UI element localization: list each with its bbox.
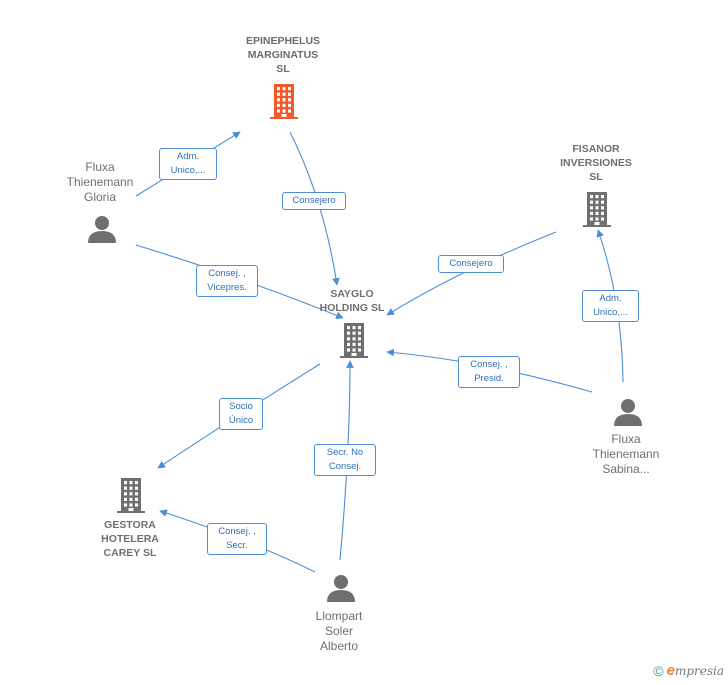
building-window — [129, 492, 133, 496]
building-door — [351, 353, 357, 357]
building-window — [282, 98, 286, 102]
person-icon — [327, 575, 355, 602]
building-window — [135, 503, 138, 507]
edge-label-llompart-gestora[interactable]: Consej. , Secr. — [207, 523, 267, 555]
building-window — [282, 87, 286, 91]
building-icon — [117, 478, 145, 513]
building-window — [352, 326, 356, 330]
building-window — [124, 503, 127, 507]
empresia-logo: empresia — [666, 662, 724, 679]
building-window — [358, 342, 361, 346]
building-icon — [583, 192, 611, 227]
building-window — [288, 98, 291, 102]
building-window — [352, 348, 356, 352]
building-window — [277, 92, 280, 96]
building-window — [277, 103, 280, 107]
building-window — [601, 206, 604, 210]
edge-label-sabina-sayglo[interactable]: Consej. , Presid. — [458, 356, 520, 388]
node-label-epinephelus[interactable]: EPINEPHELUS MARGINATUS SL — [245, 35, 321, 75]
node-label-fluxa-sabina[interactable]: Fluxa Thienemann Sabina... — [592, 432, 660, 476]
building-window — [347, 337, 350, 341]
building-window — [129, 503, 133, 507]
node-label-llompart[interactable]: Llompart Soler Alberto — [315, 609, 363, 653]
building-window — [601, 211, 604, 215]
building-window — [135, 486, 138, 490]
person-icon — [88, 216, 116, 243]
edge-label-llompart-sayglo[interactable]: Secr. No Consej. — [314, 444, 376, 476]
building-window — [590, 211, 593, 215]
building-window — [277, 87, 280, 91]
building-window — [124, 481, 127, 485]
building-door — [594, 222, 600, 226]
building-window — [288, 87, 291, 91]
building-window — [358, 331, 361, 335]
building-window — [601, 200, 604, 204]
footer-brand: © empresia — [653, 662, 724, 679]
building-base — [583, 225, 611, 227]
building-window — [347, 348, 350, 352]
edge-label-sayglo-gestora[interactable]: Socio Único — [219, 398, 263, 430]
building-window — [282, 103, 286, 107]
node-label-fisanor[interactable]: FISANOR INVERSIONES SL — [560, 143, 632, 183]
building-window — [590, 200, 593, 204]
building-window — [601, 195, 604, 199]
building-window — [601, 217, 604, 221]
building-window — [135, 481, 138, 485]
building-window — [282, 109, 286, 113]
building-door — [128, 508, 134, 512]
node-label-sayglo[interactable]: SAYGLO HOLDING SL — [319, 288, 385, 314]
building-window — [277, 98, 280, 102]
building-window — [358, 348, 361, 352]
building-base — [340, 356, 368, 358]
building-window — [358, 337, 361, 341]
building-window — [595, 206, 599, 210]
building-base — [270, 117, 298, 119]
building-window — [129, 486, 133, 490]
building-window — [135, 492, 138, 496]
building-window — [347, 326, 350, 330]
building-window — [288, 92, 291, 96]
building-door — [281, 114, 287, 118]
building-window — [277, 109, 280, 113]
building-window — [590, 217, 593, 221]
building-icon — [340, 323, 368, 358]
building-window — [129, 497, 133, 501]
building-window — [358, 326, 361, 330]
building-window — [352, 342, 356, 346]
node-label-fluxa-gloria[interactable]: Fluxa Thienemann Gloria — [66, 160, 134, 204]
building-window — [595, 200, 599, 204]
building-window — [288, 103, 291, 107]
building-window — [590, 206, 593, 210]
building-icon — [270, 84, 298, 119]
node-label-gestora[interactable]: GESTORA HOTELERA CAREY SL — [101, 519, 159, 559]
building-base — [117, 511, 145, 513]
building-window — [590, 195, 593, 199]
building-window — [352, 331, 356, 335]
building-window — [595, 195, 599, 199]
building-window — [347, 331, 350, 335]
building-window — [124, 492, 127, 496]
building-window — [347, 342, 350, 346]
edge-label-gloria-epinephelus[interactable]: Adm. Unico,... — [159, 148, 217, 180]
building-window — [282, 92, 286, 96]
building-window — [595, 211, 599, 215]
building-window — [124, 497, 127, 501]
copyright-symbol: © — [653, 662, 664, 679]
edge-label-fisanor-sayglo[interactable]: Consejero — [438, 255, 504, 273]
edge-label-epinephelus-sayglo[interactable]: Consejero — [282, 192, 346, 210]
building-window — [352, 337, 356, 341]
building-window — [288, 109, 291, 113]
building-window — [595, 217, 599, 221]
building-window — [129, 481, 133, 485]
edge-label-sabina-fisanor[interactable]: Adm. Unico,... — [582, 290, 639, 322]
person-icon — [614, 399, 642, 426]
building-window — [135, 497, 138, 501]
building-window — [124, 486, 127, 490]
edge-label-gloria-sayglo[interactable]: Consej. , Vicepres. — [196, 265, 258, 297]
edge-fisanor-sayglo — [386, 231, 557, 316]
